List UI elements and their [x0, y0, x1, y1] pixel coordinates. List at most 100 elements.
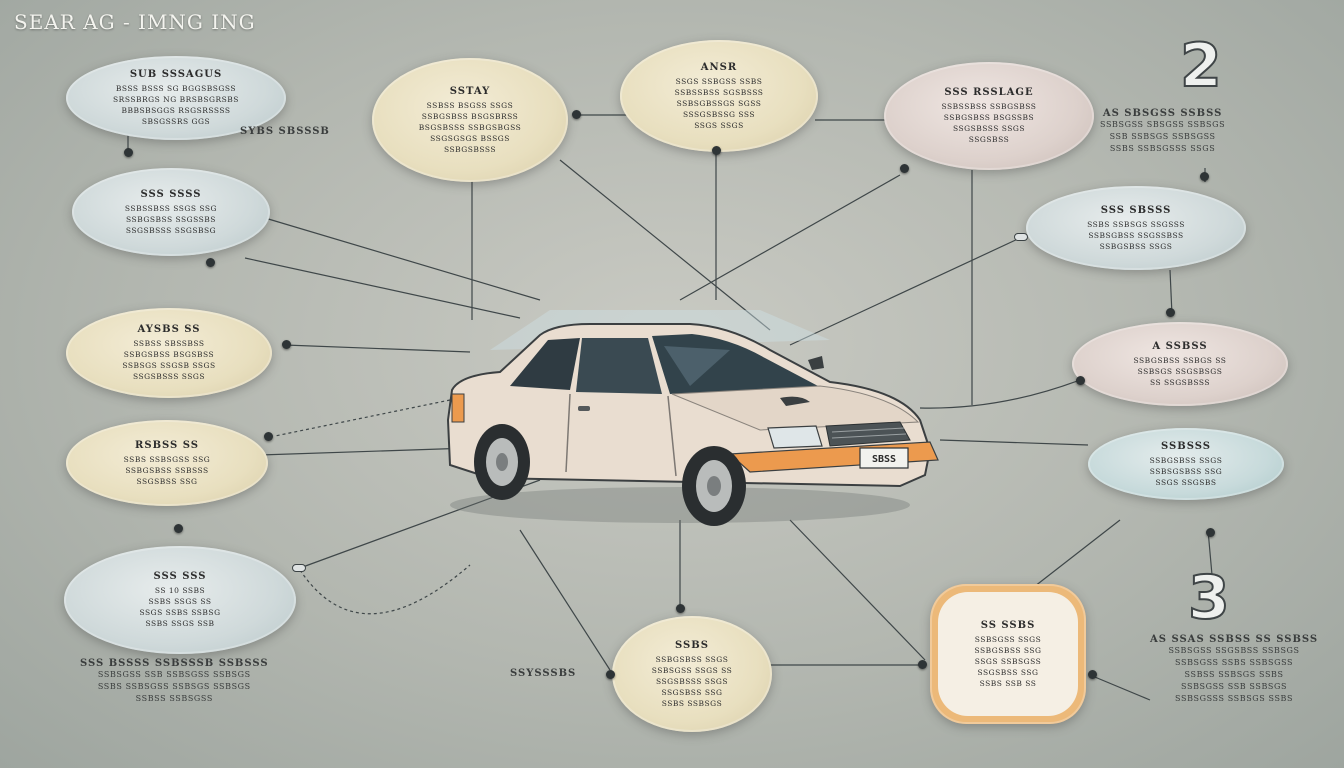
car-headlight: [767, 425, 823, 449]
connector-line: [1029, 519, 1121, 591]
connector-pin: [1166, 308, 1175, 317]
bubble-line: SSGS SSGSBS: [1155, 477, 1217, 487]
car-front-wheel: [682, 446, 746, 526]
bubble-line: SSBGSBSS SSG: [974, 645, 1042, 655]
caption-line: SSBSGSS SSB SSBSGSS SSBSGS: [97, 670, 251, 679]
license-plate: [859, 447, 909, 469]
bubble-line: SSBS SSBSGSS SSG: [123, 454, 211, 464]
connector-line: [244, 257, 521, 319]
bubble-line: SSBGSBSS SSBSSS: [125, 465, 209, 475]
bubble-line: SSBSGS SSGSB SSGS: [122, 361, 216, 370]
connector-pin: [264, 432, 273, 441]
bubble-title: RSBSS SS: [135, 439, 199, 451]
caption-heading: AS SBSGSS SSBSS: [1102, 108, 1223, 119]
info-card-inner: SS SSBS SSBSGSS SSGS SSBGSBSS SSG SSGS S…: [938, 592, 1078, 716]
bubble-line: SSGS SSBS SSBSG: [139, 608, 221, 617]
car-door-seam: [667, 395, 677, 477]
bubble-title: A SSBSS: [1152, 340, 1208, 352]
bubble-line: SSBGSBSS BSGSBRSS: [421, 111, 519, 121]
connector-pin: [1206, 528, 1215, 537]
step-number-3: 3: [1187, 563, 1231, 633]
bubble-line: BSGSBSSS SSBGSBGSS: [418, 122, 522, 132]
caption-heading: AS SSAS SSBSS SS SSBSS: [1150, 634, 1319, 645]
bubble-line: SBSGSSRS GGS: [141, 117, 211, 126]
caption-heading: SYBS SBSSSB: [240, 126, 330, 137]
bubble-line: SSBSGS SSGSBSGS: [1137, 366, 1223, 376]
car-grille-slat: [831, 433, 907, 439]
bubble-title: SSTAY: [449, 85, 491, 97]
caption-line: SSBSS SSBSGSS: [135, 694, 213, 703]
connector-clip: [292, 564, 306, 572]
bubble-line: SSGSBSS SSG: [661, 687, 723, 697]
connector-line: [264, 217, 541, 301]
car-hood: [671, 385, 920, 431]
car-shadow: [450, 487, 910, 523]
connector-pin: [124, 148, 133, 157]
bubble-line: SSBSSBSS SSBGSBSS: [941, 102, 1037, 111]
connector-pin: [282, 340, 291, 349]
bubble-line: SSBGSBSS SSGS: [655, 654, 729, 664]
bubble-line: SSBS SSGS SSB: [145, 619, 215, 628]
connector-line: [559, 159, 771, 331]
bubble-line: SSGSBSSS SSGS: [132, 372, 206, 381]
bubble-line: SSBS SSB SS: [979, 678, 1037, 688]
connector-pin: [572, 110, 581, 119]
connector-line: [299, 564, 471, 615]
caption-block: SSS BSSSS SSBSSSB SSBSSS SSBSGSS SSB SSB…: [80, 658, 269, 705]
connector-pin: [676, 604, 685, 613]
bubble-line: SSSGSBSSG SSS: [683, 109, 755, 119]
info-bubble: SSTAY SSBSS BSGSS SSGS SSBGSBSS BSGSBRSS…: [372, 58, 568, 182]
car-side-mirror: [808, 356, 824, 370]
bubble-line: SSGSBSSS SSGS: [952, 124, 1026, 133]
bubble-title: SSS SBSSS: [1100, 204, 1172, 216]
info-bubble: SSS SSSS SSBSSBSS SSGS SSG SSBGSBSS SSGS…: [72, 168, 270, 256]
caption-label: SYBS SBSSSB: [240, 126, 330, 137]
bubble-title: SSS SSSS: [140, 188, 202, 200]
bubble-title: SSS SSS: [153, 571, 207, 582]
bubble-line: SSBGSBSS SSGSSBS: [126, 214, 216, 224]
bubble-title: SSBSSS: [1161, 440, 1211, 452]
bubble-line: SSBSGBSSGS SGSS: [676, 98, 762, 108]
info-bubble: SSBS SSBGSBSS SSGS SSBSGSS SSGS SS SSGSB…: [612, 616, 772, 732]
caption-heading: SSS BSSSS SSBSSSB SSBSSS: [80, 658, 269, 669]
car-door-handle: [578, 406, 590, 411]
car-window-reflection: [664, 346, 730, 386]
bubble-line: SS 10 SSBS: [154, 586, 206, 595]
info-bubble: ANSR SSGS SSBGSS SSBS SSBSSBSS SGSBSSS S…: [620, 40, 818, 152]
info-bubble: SSS SBSSS SSBS SSBSGS SSGSSS SSBSGBSS SS…: [1026, 186, 1246, 270]
bubble-line: SSGSBSS SSG: [977, 667, 1039, 677]
connector-pin: [918, 660, 927, 669]
connector-pin: [1076, 376, 1085, 385]
connector-line: [519, 529, 611, 671]
connector-line: [1089, 674, 1151, 701]
bubble-line: SSGSBSS: [968, 135, 1010, 144]
bubble-line: SSGS SSGS: [694, 120, 744, 130]
caption-line: SSBSGSS SSBS SSBSGSS: [1175, 658, 1294, 667]
bubble-line: BSSS BSSS SG BGGSBSGSS: [115, 84, 237, 93]
connector-clip: [1014, 233, 1028, 241]
car-rear-window: [510, 338, 580, 390]
connector-pin: [206, 258, 215, 267]
bubble-line: SSBSGSS SSGS SS: [651, 665, 733, 675]
bubble-title: SS SSBS: [980, 619, 1036, 631]
bubble-line: SSGSGSGS BSSGS: [430, 133, 510, 143]
bubble-line: SSBSS BSGSS SSGS: [426, 100, 514, 110]
bubble-line: SSBS SSBSGS: [661, 698, 723, 708]
bubble-line: SSBGSBSSS: [443, 144, 497, 154]
car-hood-vent: [780, 396, 810, 406]
bubble-title: SSS RSSLAGE: [944, 87, 1034, 98]
connector-line: [789, 519, 926, 661]
info-bubble: A SSBSS SSBGSBSS SSBGS SS SSBSGS SSGSBSG…: [1072, 322, 1288, 406]
caption-block: AS SBSGSS SSBSS SSBSGSS SBSGSS SSBSGS SS…: [1100, 108, 1225, 155]
connector-pin: [1200, 172, 1209, 181]
info-bubble: AYSBS SS SSBSS SBSSBSS SSBGSBSS BSGSBSS …: [66, 308, 272, 398]
info-bubble: SSBSSS SSBGSBSS SSGS SSBSGSBSS SSG SSGS …: [1088, 428, 1284, 500]
caption-line: SSBS SSBSGSSS SSGS: [1109, 144, 1216, 153]
car-door-seam: [565, 393, 571, 473]
bubble-line: SSBSS SBSSBSS: [133, 339, 205, 348]
connector-line: [1169, 269, 1173, 316]
license-plate-text: SBSS: [872, 454, 896, 465]
info-bubble: RSBSS SS SSBS SSBSGSS SSG SSBGSBSS SSBSS…: [66, 420, 268, 506]
bubble-line: SS SSGSBSSS: [1150, 377, 1210, 387]
connector-line: [284, 344, 471, 353]
